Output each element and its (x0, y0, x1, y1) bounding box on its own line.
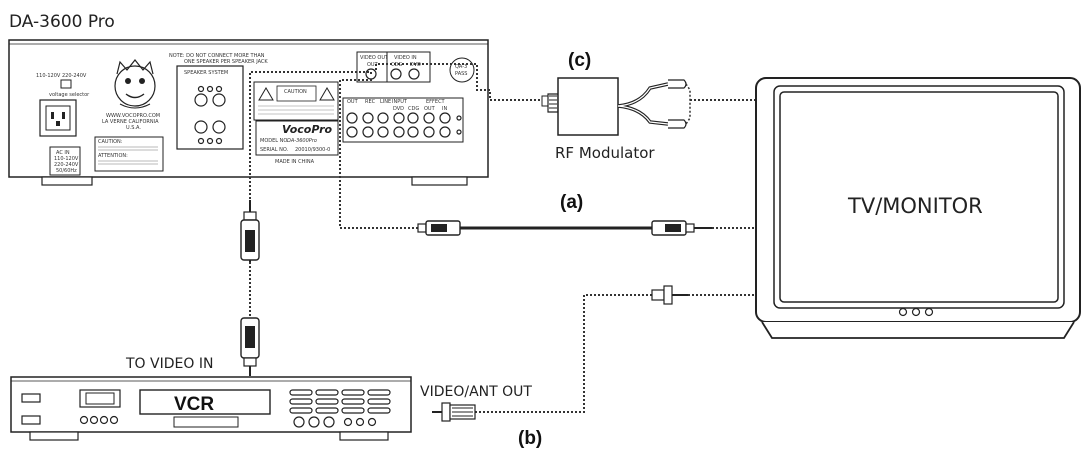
vcr-foot-left (29, 431, 79, 441)
rf-modulator (541, 77, 691, 136)
speaker-note-2: ONE SPEAKER PER SPEAKER JACK (184, 59, 268, 65)
made-in-label: MADE IN CHINA (275, 159, 315, 165)
qa-label-1: QA-3 (455, 64, 467, 70)
tv-button-3[interactable] (924, 307, 934, 317)
brand-logo: VocoPro (282, 123, 332, 136)
country-text: U.S.A. (126, 125, 141, 131)
model-label: MODEL NO. (260, 138, 289, 144)
vcr-unit: VCR (10, 376, 412, 441)
effect-out-label: OUT (424, 106, 436, 112)
warning-triangle-icon-right (319, 87, 335, 101)
coax-plug-tv (651, 285, 688, 305)
voltage-right-label: 220-240V (62, 73, 87, 79)
serial-label: SERIAL NO. (260, 147, 289, 153)
voltage-selector-label: voltage selector (49, 92, 90, 98)
tv-screen (779, 91, 1059, 303)
caution-small-title: CAUTION: (98, 139, 123, 145)
voltage-selector-switch[interactable] (60, 79, 72, 89)
video-in-cdg-jack[interactable] (390, 68, 402, 80)
rec-label: REC (365, 99, 376, 105)
qa-label-2: PASS (455, 71, 467, 77)
audio-rca-jacks[interactable] (346, 112, 462, 138)
tv-label: TV/MONITOR (847, 194, 983, 218)
connection-amp-to-vcr-top (249, 71, 372, 200)
connection-c-left (375, 63, 542, 101)
connection-b-vcr (475, 294, 652, 413)
vcr-button-bottom-left[interactable] (21, 415, 41, 425)
video-out-jack-label: OUT (367, 62, 379, 68)
qa-pass-sticker (449, 57, 475, 83)
video-in-panel (386, 51, 431, 83)
serial-number: 20010/9300-0 (295, 147, 330, 153)
speaker-terminals[interactable] (194, 85, 226, 145)
video-in-dvd-jack[interactable] (408, 68, 420, 80)
voltage-left-label: 110-120V (36, 73, 61, 79)
vcr-knob-1[interactable] (79, 415, 89, 425)
caution-notice-box (94, 136, 164, 172)
ac-in-voltage-2: 220-240V (54, 162, 79, 168)
amplifier-rear-panel: 110-120V 220-240V voltage selector AC IN… (8, 39, 489, 186)
coax-plug-vcr (432, 402, 476, 422)
ac-in-title: AC IN (56, 150, 70, 156)
out-label: OUT (347, 99, 359, 105)
tv-monitor (755, 77, 1081, 339)
speaker-system-panel (176, 65, 244, 150)
label-b: (b) (518, 428, 542, 449)
dvd-label: DVD (393, 106, 404, 112)
vcr-counter (173, 416, 239, 428)
video-in-label: VIDEO IN (394, 55, 417, 61)
ac-in-frequency: 50/60Hz (56, 168, 77, 174)
attention-title: ATTENTION: (98, 153, 128, 159)
video-out-label: VIDEO OUT (360, 55, 389, 61)
website-text: WWW.VOCOPRO.COM (106, 113, 160, 119)
connection-lines (249, 63, 755, 413)
amp-foot-right (411, 176, 468, 186)
speaker-system-label: SPEAKER SYSTEM (184, 70, 228, 76)
label-c: (c) (568, 50, 591, 71)
rca-cable-a (417, 220, 712, 236)
input-label: INPUT (392, 99, 408, 105)
effect-in-label: IN (442, 106, 447, 112)
caution-box-title: CAUTION (284, 89, 307, 95)
connection-a-left (339, 79, 418, 229)
vcr-button-top-left[interactable] (21, 393, 41, 403)
effect-label: EFFECT (426, 99, 446, 105)
vcr-knob-4[interactable] (109, 415, 119, 425)
model-label-panel (255, 120, 339, 156)
vcr-knob-3[interactable] (99, 415, 109, 425)
ac-in-label-box (49, 146, 81, 176)
tv-button-2[interactable] (911, 307, 921, 317)
ac-in-voltage-1: 110-120V (54, 156, 79, 162)
video-in-cdg-label: CDG (391, 62, 402, 68)
cdg-label: CDG (408, 106, 419, 112)
vcr-knob-2[interactable] (89, 415, 99, 425)
vcr-foot-right (339, 431, 389, 441)
speaker-note-1: NOTE: DO NOT CONNECT MORE THAN (169, 53, 265, 59)
tv-button-1[interactable] (898, 307, 908, 317)
vcr-tape-slot[interactable] (139, 389, 271, 415)
warning-triangle-icon (258, 87, 274, 101)
rca-cable-vertical (240, 200, 260, 376)
tv-stand (761, 321, 1075, 339)
label-a: (a) (560, 192, 583, 213)
model-number: DA-3600Pro (287, 138, 317, 144)
label-to-video-in: TO VIDEO IN (125, 356, 213, 372)
vcr-brand-label: VCR (174, 394, 214, 415)
line-label: LINE (380, 99, 391, 105)
vcr-control-buttons[interactable] (289, 389, 391, 428)
video-out-panel (356, 51, 388, 83)
label-video-ant-out: VIDEO/ANT OUT (420, 384, 532, 400)
label-rf-modulator: RF Modulator (555, 144, 655, 162)
amp-title: DA-3600 Pro (9, 12, 115, 32)
amp-foot-left (41, 176, 93, 186)
city-text: LA VERNE CALIFORNIA (102, 119, 159, 125)
mascot-logo-icon (114, 59, 156, 109)
